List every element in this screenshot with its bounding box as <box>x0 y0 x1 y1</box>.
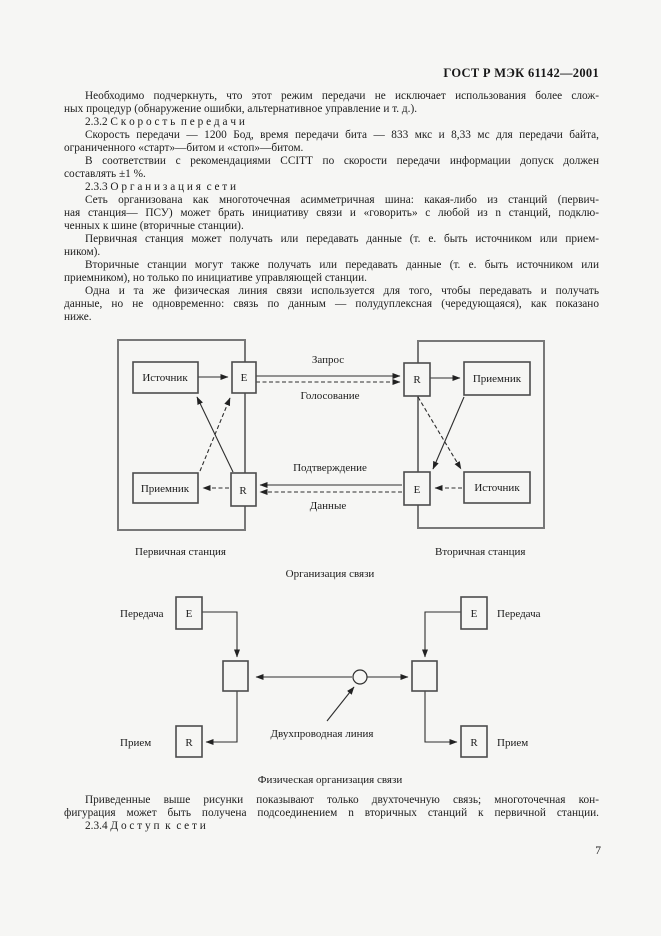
physical-organization-diagram: Передача E Прием R Передача E Прием R Дв… <box>120 596 541 786</box>
document-header: ГОСТ Р МЭК 61142—2001 <box>443 66 599 80</box>
secondary-emitter-box <box>403 471 431 506</box>
body-text: Необходимо подчеркнуть, что этот режим п… <box>64 90 599 324</box>
right-emitter-label: E <box>471 608 478 620</box>
two-wire-line-label: Двухпроводная линия <box>271 728 374 740</box>
left-coupler-box <box>222 660 249 692</box>
left-emitter-label: E <box>186 608 193 620</box>
text-line: Первичная станция может получать или пер… <box>85 233 599 245</box>
left-transmit-label: Передача <box>120 608 164 620</box>
section-heading: 2.3.3 О р г а н и з а ц и я с е т и <box>85 181 237 193</box>
right-receiver-box <box>460 725 488 758</box>
text-line: ченных к шине (вторичные станции). <box>64 220 244 232</box>
secondary-sink-box <box>463 361 531 396</box>
line-tap-circle <box>352 669 368 685</box>
text-line: ограниченного «старт»—битом и «стоп»—бит… <box>64 142 304 154</box>
page-number: 7 <box>595 845 601 857</box>
secondary-source-box <box>463 471 531 504</box>
text-line: Вторичные станции могут также получать и… <box>85 259 599 271</box>
bottom-text: Приведенные выше рисунки показывают толь… <box>64 794 599 834</box>
secondary-source-label: Источник <box>474 482 520 494</box>
right-transmit-label: Передача <box>497 608 541 620</box>
text-line: Сеть организована как многоточечная асим… <box>85 194 599 206</box>
text-line: приемником), но только по инициативе упр… <box>64 272 367 284</box>
right-emitter-box <box>460 596 488 630</box>
primary-receiver-box <box>230 472 257 507</box>
text-line: Одна и та же физическая линия связи испо… <box>85 285 599 297</box>
primary-emitter-box <box>231 361 257 394</box>
secondary-receiver-box <box>403 362 431 397</box>
text-line: В соответствии с рекомендациями ССIТТ по… <box>85 155 599 167</box>
section-heading: 2.3.4 Д о с т у п к с е т и <box>85 820 206 833</box>
primary-sink-label: Приемник <box>141 483 190 495</box>
primary-source-label: Источник <box>142 372 188 384</box>
text-line: составлять ±1 %. <box>64 168 146 180</box>
primary-sink-box <box>132 472 199 504</box>
text-line: Приведенные выше рисунки показывают толь… <box>85 794 599 806</box>
data-arrow-label: Данные <box>310 500 347 512</box>
primary-station-caption: Первичная станция <box>135 546 226 558</box>
diagram1-caption: Организация связи <box>286 568 375 580</box>
text-line: ная станция— ПСУ) может брать инициативу… <box>64 207 599 219</box>
secondary-station-outline <box>417 340 545 529</box>
left-receive-label: Прием <box>120 737 151 749</box>
text-line: Необходимо подчеркнуть, что этот режим п… <box>85 90 599 102</box>
text-line: ниже. <box>64 311 92 323</box>
left-emitter-box <box>175 596 203 630</box>
text-line: ником). <box>64 246 101 258</box>
text-line: Скорость передачи — 1200 Бод, время пере… <box>85 129 599 141</box>
polling-arrow-label: Голосование <box>301 390 360 402</box>
primary-station-outline <box>117 339 246 531</box>
secondary-emitter-label: E <box>414 484 421 496</box>
text-line: фигурация может быть получена подсоедине… <box>64 807 599 820</box>
left-receiver-label: R <box>185 737 193 749</box>
secondary-receiver-label: R <box>413 374 421 386</box>
secondary-station-caption: Вторичная станция <box>435 546 525 558</box>
primary-source-box <box>132 361 199 394</box>
section-heading: 2.3.2 С к о р о с т ь п е р е д а ч и <box>85 116 245 128</box>
right-receive-label: Прием <box>497 737 528 749</box>
diagram2-caption: Физическая организация связи <box>258 774 403 786</box>
confirmation-arrow-label: Подтверждение <box>293 462 367 474</box>
text-line: данные, но не одновременно: связь по дан… <box>64 298 599 310</box>
left-receiver-box <box>175 725 203 758</box>
right-receiver-label: R <box>470 737 478 749</box>
secondary-sink-label: Приемник <box>473 373 522 385</box>
primary-receiver-label: R <box>239 485 247 497</box>
communication-organization-diagram: Источник E R Приемник R Приемник E Источ… <box>117 339 545 580</box>
right-coupler-box <box>411 660 438 692</box>
primary-emitter-label: E <box>241 372 248 384</box>
request-arrow-label: Запрос <box>312 354 344 366</box>
text-line: ных процедур (обнаружение ошибки, альтер… <box>64 103 418 115</box>
